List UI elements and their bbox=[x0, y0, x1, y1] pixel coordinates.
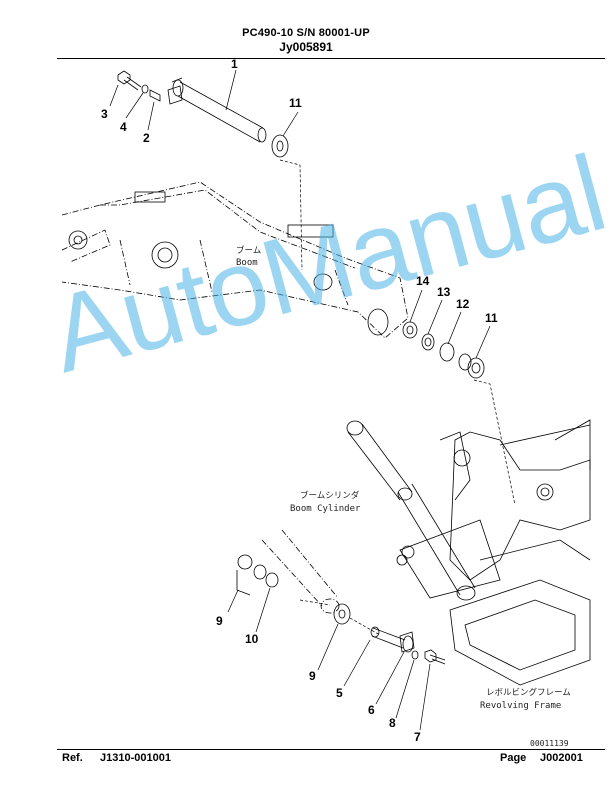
cylinder-label-jp: ブームシリンダ bbox=[300, 490, 360, 501]
cylinder-phantom bbox=[261, 529, 340, 614]
diagram-code: Jy005891 bbox=[279, 40, 333, 54]
revolving-frame bbox=[396, 419, 591, 686]
callout-6: 6 bbox=[368, 703, 375, 717]
callout-11-lower: 11 bbox=[485, 311, 498, 325]
footer-rule bbox=[57, 749, 605, 750]
washers-lower-left bbox=[236, 554, 279, 596]
callout-5: 5 bbox=[336, 686, 343, 700]
model-title: PC490-10 S/N 80001-UP bbox=[242, 27, 370, 39]
bolt-part-7 bbox=[424, 649, 446, 665]
washer-part-11-upper bbox=[271, 134, 289, 158]
callout-7: 7 bbox=[414, 730, 421, 744]
callout-11-upper: 11 bbox=[289, 96, 302, 110]
washer-part-9-lower bbox=[333, 603, 351, 625]
page-value: J002001 bbox=[540, 752, 583, 764]
callout-10: 10 bbox=[245, 632, 259, 646]
ref-label: Ref. bbox=[62, 752, 83, 764]
frame-label-jp: レボルビングフレーム bbox=[486, 687, 571, 698]
callout-8: 8 bbox=[389, 716, 396, 730]
callout-12: 12 bbox=[456, 297, 470, 311]
callout-14: 14 bbox=[416, 274, 430, 288]
boom-outline bbox=[61, 181, 409, 339]
ref-value: J1310-001001 bbox=[100, 752, 171, 764]
boom-details bbox=[68, 191, 389, 336]
plate-part-2 bbox=[149, 89, 161, 102]
leader-lines bbox=[109, 69, 491, 731]
figure-number: 00011139 bbox=[530, 739, 569, 748]
callout-13: 13 bbox=[437, 285, 451, 299]
pin-part-1 bbox=[167, 77, 267, 143]
callout-4: 4 bbox=[120, 120, 127, 134]
boom-label-en: Boom bbox=[236, 258, 258, 268]
boom-label-jp: ブーム bbox=[236, 245, 261, 256]
bolt-part-3 bbox=[117, 70, 142, 91]
callout-1: 1 bbox=[231, 57, 238, 71]
callout-9-left: 9 bbox=[216, 614, 223, 628]
callout-9-right: 9 bbox=[309, 669, 316, 683]
frame-label-en: Revolving Frame bbox=[480, 701, 561, 711]
header-rule bbox=[57, 58, 605, 59]
washer-stack bbox=[402, 321, 485, 379]
callout-2: 2 bbox=[143, 131, 150, 145]
washer-part-8 bbox=[411, 650, 419, 660]
washer-part-4 bbox=[141, 84, 149, 94]
pin-part-5 bbox=[370, 626, 415, 653]
cylinder-label-en: Boom Cylinder bbox=[290, 504, 361, 514]
boom-cylinder bbox=[346, 420, 476, 601]
callout-3: 3 bbox=[101, 107, 108, 121]
page-label: Page bbox=[500, 752, 527, 764]
